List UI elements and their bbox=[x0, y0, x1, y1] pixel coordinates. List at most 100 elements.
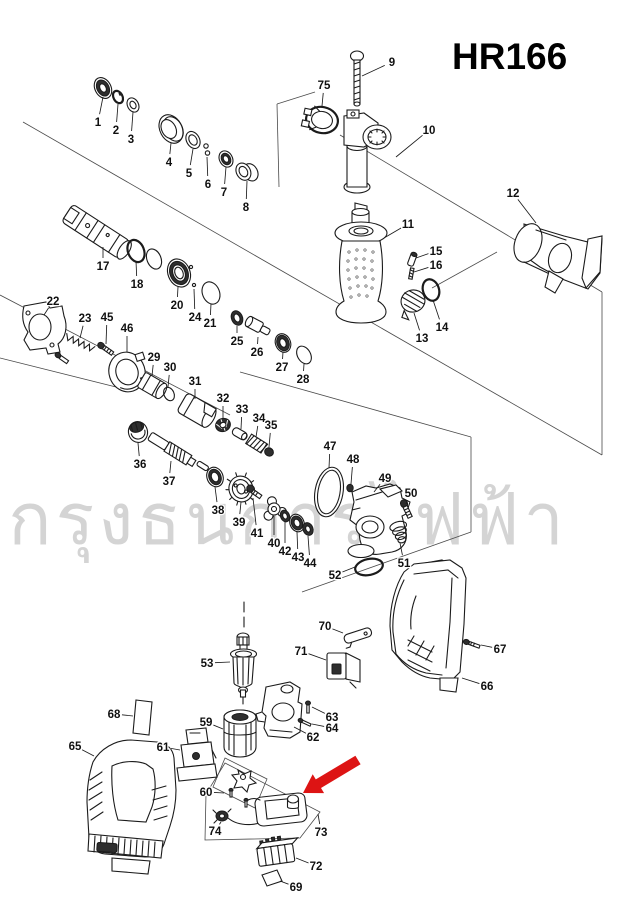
part-label-37: 37 bbox=[163, 476, 176, 488]
part-label-63: 63 bbox=[326, 712, 339, 724]
leader-line-7 bbox=[224, 166, 227, 185]
frame-line bbox=[276, 103, 280, 188]
leader-line-72 bbox=[295, 857, 309, 864]
part-73-drawing bbox=[230, 768, 308, 827]
part-label-48: 48 bbox=[347, 454, 360, 466]
part-label-34: 34 bbox=[253, 413, 266, 425]
page-title: HR166 bbox=[452, 36, 568, 77]
part-37-drawing bbox=[147, 432, 197, 468]
part-label-31: 31 bbox=[189, 376, 202, 388]
leader-line-61 bbox=[170, 747, 181, 751]
part-label-65: 65 bbox=[69, 741, 82, 753]
leader-line-73 bbox=[317, 813, 321, 825]
part-label-1: 1 bbox=[95, 117, 102, 129]
part-22-drawing bbox=[22, 301, 67, 355]
leader-line-16 bbox=[413, 267, 429, 273]
part-label-23: 23 bbox=[79, 313, 92, 325]
leader-line-14 bbox=[432, 299, 440, 320]
leader-line-38 bbox=[214, 486, 218, 503]
part-label-18: 18 bbox=[131, 279, 144, 291]
leader-line-62 bbox=[293, 726, 307, 734]
part-60-drawing bbox=[228, 787, 249, 808]
part-20-drawing bbox=[166, 258, 192, 288]
leader-line-69 bbox=[279, 880, 289, 885]
leader-line-22 bbox=[43, 307, 50, 316]
part-11-drawing bbox=[334, 202, 388, 324]
part-47-drawing bbox=[313, 466, 345, 518]
part-label-70: 70 bbox=[319, 621, 332, 633]
frame-line bbox=[276, 91, 316, 105]
part-34-drawing bbox=[244, 433, 269, 454]
part-68-drawing bbox=[132, 699, 153, 736]
leader-line-68 bbox=[121, 714, 134, 717]
part-label-61: 61 bbox=[157, 742, 170, 754]
leader-line-2 bbox=[116, 103, 119, 123]
leader-line-52 bbox=[342, 566, 356, 573]
part-label-21: 21 bbox=[204, 318, 217, 330]
part-52-drawing bbox=[354, 557, 384, 577]
leader-line-33 bbox=[240, 416, 243, 430]
leader-line-21 bbox=[209, 303, 212, 316]
part-27-drawing bbox=[274, 333, 292, 353]
frame-lines bbox=[0, 91, 603, 841]
part-15-drawing bbox=[407, 251, 418, 267]
part-label-29: 29 bbox=[148, 352, 161, 364]
part-label-49: 49 bbox=[379, 473, 392, 485]
part-24-drawing bbox=[188, 264, 197, 288]
leader-line-37 bbox=[169, 460, 172, 474]
part-64-drawing bbox=[297, 717, 312, 727]
part-label-6: 6 bbox=[205, 179, 211, 191]
part-label-26: 26 bbox=[251, 347, 264, 359]
part-label-11: 11 bbox=[402, 219, 415, 231]
part-label-28: 28 bbox=[297, 374, 310, 386]
part-50-drawing bbox=[399, 499, 413, 520]
part-9-drawing bbox=[349, 50, 365, 107]
part-8-drawing bbox=[235, 162, 259, 182]
leader-line-34 bbox=[255, 425, 259, 438]
part-33-drawing bbox=[231, 427, 248, 441]
leader-line-65 bbox=[81, 749, 95, 757]
leader-line-43 bbox=[296, 531, 299, 550]
leader-line-15 bbox=[415, 253, 429, 259]
part-label-62: 62 bbox=[307, 732, 320, 744]
part-label-13: 13 bbox=[416, 333, 429, 345]
part-label-60: 60 bbox=[200, 787, 213, 799]
leader-line-5 bbox=[189, 148, 194, 166]
part-67-drawing bbox=[462, 638, 481, 649]
part-label-68: 68 bbox=[108, 709, 121, 721]
leader-line-35 bbox=[268, 432, 271, 448]
part-18-drawing bbox=[126, 238, 146, 264]
part-62-drawing bbox=[255, 681, 303, 739]
part-label-42: 42 bbox=[279, 546, 292, 558]
part-label-73: 73 bbox=[315, 827, 328, 839]
part-label-22: 22 bbox=[47, 296, 60, 308]
part-31-drawing bbox=[177, 393, 217, 428]
part-label-12: 12 bbox=[507, 188, 520, 200]
ring-unlabeled-drawing bbox=[145, 248, 163, 270]
frame-line bbox=[301, 531, 472, 593]
part-26-drawing bbox=[244, 315, 271, 336]
part-12-drawing bbox=[513, 223, 603, 294]
part-label-27: 27 bbox=[276, 362, 289, 374]
leader-line-9 bbox=[361, 64, 385, 77]
pointer-arrow bbox=[303, 755, 361, 794]
leader-line-60 bbox=[213, 792, 225, 794]
part-35-drawing bbox=[264, 447, 274, 457]
part-label-24: 24 bbox=[189, 312, 202, 324]
leader-line-13 bbox=[413, 312, 420, 331]
part-28-drawing bbox=[296, 345, 312, 365]
part-59-drawing bbox=[223, 709, 257, 758]
leader-line-50 bbox=[405, 500, 409, 505]
leader-line-49 bbox=[373, 484, 381, 493]
part-label-41: 41 bbox=[251, 528, 264, 540]
leader-line-36 bbox=[137, 442, 140, 457]
part-44-drawing bbox=[302, 522, 314, 536]
part-42-drawing bbox=[279, 509, 291, 523]
part-label-51: 51 bbox=[398, 558, 411, 570]
part-label-69: 69 bbox=[290, 882, 303, 894]
leader-line-71 bbox=[308, 653, 327, 661]
leader-line-30 bbox=[167, 374, 170, 388]
leader-line-70 bbox=[332, 628, 344, 634]
part-1-drawing bbox=[93, 77, 113, 99]
